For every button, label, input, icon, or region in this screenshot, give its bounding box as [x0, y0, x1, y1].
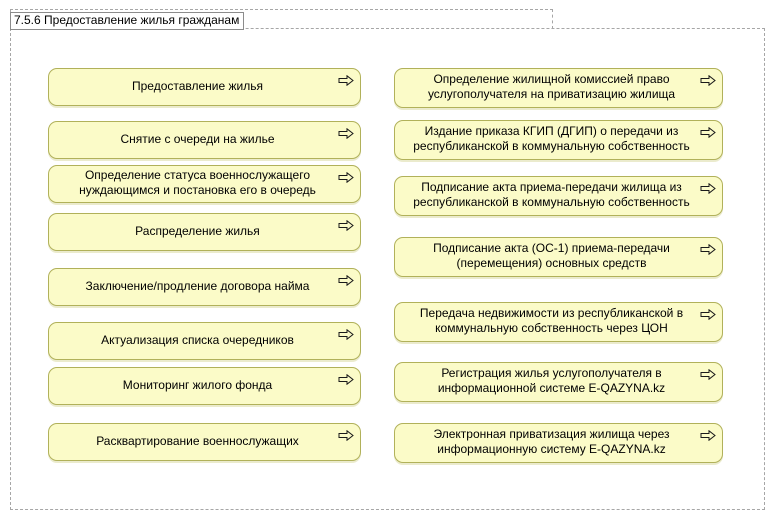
- process-box-label: Актуализация списка очередников: [101, 332, 294, 347]
- process-box-label: Расквартирование военнослужащих: [96, 433, 299, 448]
- process-box-label: Издание приказа КГИП (ДГИП) о передачи и…: [413, 124, 690, 153]
- process-arrow-icon: [700, 244, 716, 255]
- process-box-right-2[interactable]: Издание приказа КГИП (ДГИП) о передачи и…: [394, 120, 723, 160]
- process-box-left-4[interactable]: Распределение жилья: [48, 213, 361, 251]
- process-box-right-4[interactable]: Подписание акта (ОС-1) приема-передачи (…: [394, 237, 723, 277]
- process-box-right-6[interactable]: Регистрация жилья услугополучателя в инф…: [394, 362, 723, 402]
- process-box-left-6[interactable]: Актуализация списка очередников: [48, 322, 361, 360]
- process-arrow-icon: [338, 275, 354, 286]
- process-box-label: Определение жилищной комиссией право усл…: [427, 72, 676, 101]
- process-arrow-icon: [338, 220, 354, 231]
- process-box-right-1[interactable]: Определение жилищной комиссией право усл…: [394, 68, 723, 108]
- process-arrow-icon: [700, 430, 716, 441]
- process-box-label: Передача недвижимости из республиканской…: [419, 306, 684, 335]
- process-box-right-5[interactable]: Передача недвижимости из республиканской…: [394, 302, 723, 342]
- process-arrow-icon: [700, 127, 716, 138]
- process-box-left-5[interactable]: Заключение/продление договора найма: [48, 268, 361, 306]
- process-box-left-2[interactable]: Снятие с очереди на жилье: [48, 121, 361, 159]
- process-box-left-8[interactable]: Расквартирование военнослужащих: [48, 423, 361, 461]
- process-box-label: Подписание акта приема-передачи жилища и…: [413, 180, 690, 209]
- process-box-label: Распределение жилья: [135, 223, 260, 238]
- process-box-left-3[interactable]: Определение статуса военнослужащего нужд…: [48, 165, 361, 203]
- process-box-right-7[interactable]: Электронная приватизация жилища через ин…: [394, 423, 723, 463]
- process-box-label: Подписание акта (ОС-1) приема-передачи (…: [433, 241, 670, 270]
- process-box-left-7[interactable]: Мониторинг жилого фонда: [48, 367, 361, 405]
- process-arrow-icon: [338, 172, 354, 183]
- process-arrow-icon: [700, 369, 716, 380]
- group-frame: [10, 28, 765, 510]
- process-box-left-1[interactable]: Предоставление жилья: [48, 68, 361, 106]
- group-title: 7.5.6 Предоставление жилья гражданам: [10, 12, 245, 30]
- process-arrow-icon: [338, 128, 354, 139]
- process-box-label: Регистрация жилья услугополучателя в инф…: [437, 366, 666, 395]
- process-box-label: Снятие с очереди на жилье: [120, 131, 275, 146]
- process-box-label: Электронная приватизация жилища через ин…: [433, 427, 670, 456]
- process-arrow-icon: [338, 75, 354, 86]
- process-arrow-icon: [700, 309, 716, 320]
- process-box-label: Мониторинг жилого фонда: [122, 377, 273, 392]
- process-arrow-icon: [700, 183, 716, 194]
- process-arrow-icon: [338, 430, 354, 441]
- process-box-label: Определение статуса военнослужащего нужд…: [79, 168, 316, 197]
- process-box-label: Заключение/продление договора найма: [85, 278, 310, 293]
- process-box-label: Предоставление жилья: [131, 78, 263, 93]
- process-arrow-icon: [338, 329, 354, 340]
- process-box-right-3[interactable]: Подписание акта приема-передачи жилища и…: [394, 176, 723, 216]
- process-arrow-icon: [700, 75, 716, 86]
- process-arrow-icon: [338, 374, 354, 385]
